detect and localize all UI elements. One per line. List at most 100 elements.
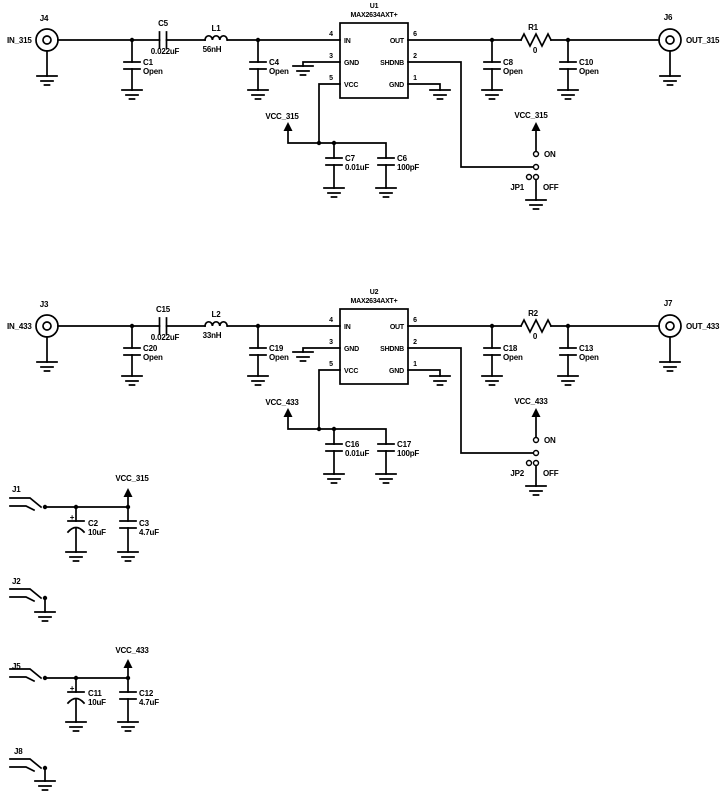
label-c12-val: 4.7uF	[139, 698, 159, 707]
label-c18-val: Open	[503, 353, 523, 362]
capacitor-c17	[377, 443, 395, 452]
u2-pin-name-shdnb: SHDNB	[380, 346, 404, 353]
ground-symbol	[429, 375, 451, 386]
label-c2-polarity: +	[70, 513, 75, 522]
label-vcc315-pwr: VCC_315	[115, 474, 149, 483]
ic-u2-body	[339, 308, 409, 385]
resistor-r2	[520, 319, 552, 333]
jp1-pin-off-a	[525, 173, 533, 181]
junction-dot	[129, 37, 135, 43]
power-section: J1 VCC_315 + C2 10uF C3 4.7uF J2 J5 VCC_…	[9, 474, 159, 791]
capacitor-c7	[325, 157, 343, 166]
ground-symbol	[121, 375, 143, 386]
junction-dot	[316, 140, 322, 146]
u1-pin-name-vcc: VCC	[344, 82, 358, 89]
label-out433-net: OUT_433	[686, 322, 720, 331]
junction-dot	[565, 323, 571, 329]
ground-symbol	[247, 89, 269, 100]
u1-pin-num-4: 4	[329, 31, 333, 38]
ground-symbol	[375, 473, 397, 484]
junction-dot	[42, 504, 48, 510]
label-c16-val: 0.01uF	[345, 449, 369, 458]
label-vcc315-rail: VCC_315	[265, 112, 299, 121]
u1-pin-num-5: 5	[329, 75, 333, 82]
wires-power	[44, 496, 129, 782]
ground-symbol	[292, 351, 314, 362]
label-c3-ref: C3	[139, 519, 150, 528]
label-u1-part: MAX2634AXT+	[350, 12, 397, 19]
junction-dot	[73, 504, 79, 510]
label-jp1-vcc: VCC_315	[514, 111, 548, 120]
capacitor-c10	[559, 61, 577, 70]
u1-pin-name-shdnb: SHDNB	[380, 60, 404, 67]
label-j8-ref: J8	[14, 747, 23, 756]
label-vcc433-rail: VCC_433	[265, 398, 299, 407]
label-c16-ref: C16	[345, 440, 360, 449]
junction-dot	[489, 323, 495, 329]
label-c7-val: 0.01uF	[345, 163, 369, 172]
label-r1-ref: R1	[528, 23, 539, 32]
jp2-pin-off-a	[525, 459, 533, 467]
u1-pin-num-3: 3	[329, 53, 333, 60]
capacitor-c15	[158, 317, 168, 335]
junction-dot	[42, 765, 48, 771]
jp2-pin-off-b	[532, 459, 540, 467]
ground-symbol	[525, 199, 547, 210]
label-c8-ref: C8	[503, 58, 514, 67]
label-j1-ref: J1	[12, 485, 21, 494]
vcc-arrow-433	[283, 408, 293, 417]
ground-symbol	[36, 75, 58, 86]
capacitor-c13	[559, 347, 577, 356]
junction-dot	[125, 504, 131, 510]
ground-symbol	[323, 187, 345, 198]
label-c8-val: Open	[503, 67, 523, 76]
junction-dot	[489, 37, 495, 43]
inductor-l1	[204, 34, 229, 41]
label-c18-ref: C18	[503, 344, 518, 353]
label-jp2-on: ON	[544, 436, 556, 445]
ground-symbol	[117, 551, 139, 562]
ground-symbol	[65, 721, 87, 732]
ground-symbol	[375, 187, 397, 198]
u2-pin-num-6: 6	[413, 317, 417, 324]
ground-symbol	[659, 75, 681, 86]
capacitor-c6	[377, 157, 395, 166]
label-c15-ref: C15	[156, 305, 171, 314]
label-in433-net: IN_433	[7, 322, 32, 331]
label-c2-ref: C2	[88, 519, 99, 528]
capacitor-c20	[123, 347, 141, 356]
label-c6-ref: C6	[397, 154, 408, 163]
ic-u1-body	[339, 22, 409, 99]
u1-pin-num-1: 1	[413, 75, 417, 82]
u1-pin-name-gnd2: GND	[389, 82, 404, 89]
u2-pin-num-3: 3	[329, 339, 333, 346]
label-c17-val: 100pF	[397, 449, 419, 458]
label-u2-ref: U2	[370, 289, 379, 296]
label-c13-val: Open	[579, 353, 599, 362]
u1-pin-name-out: OUT	[390, 38, 405, 45]
jp2-pin-on	[532, 436, 540, 444]
label-c12-ref: C12	[139, 689, 154, 698]
u2-pin-num-5: 5	[329, 361, 333, 368]
label-c1-val: Open	[143, 67, 163, 76]
u1-pin-name-in: IN	[344, 38, 351, 45]
vcc-arrow-pwr315	[123, 488, 133, 497]
label-jp2-ref: JP2	[510, 469, 524, 478]
capacitor-c3	[119, 520, 137, 529]
jp2-pin-center	[532, 449, 540, 457]
wires-433	[46, 325, 671, 487]
label-j6-ref: J6	[664, 13, 673, 22]
label-c19-val: Open	[269, 353, 289, 362]
label-j5-ref: J5	[12, 662, 21, 671]
header-connector-j8	[9, 758, 42, 772]
ground-symbol	[121, 89, 143, 100]
capacitor-c1	[123, 61, 141, 70]
circuit-315: J4 IN_315 C5 0.022uF L1 56nH C1 Open C4 …	[7, 3, 720, 210]
label-in315-net: IN_315	[7, 36, 32, 45]
label-jp2-vcc: VCC_433	[514, 397, 548, 406]
ground-symbol	[557, 375, 579, 386]
label-l1-val: 56nH	[203, 45, 222, 54]
label-u1-ref: U1	[370, 3, 379, 10]
vcc-arrow-pwr433	[123, 659, 133, 668]
label-vcc433-pwr: VCC_433	[115, 646, 149, 655]
